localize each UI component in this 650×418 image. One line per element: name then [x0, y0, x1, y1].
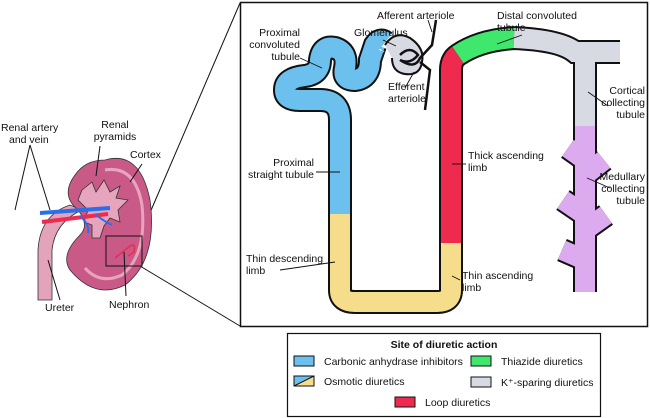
kidney-illustration [14, 144, 152, 301]
thin-limbs [330, 214, 461, 312]
label-afferent-arteriole: Afferent arteriole [377, 10, 455, 22]
label-thin-asc-2: limb [462, 282, 481, 294]
label-thin-asc-1: Thin ascending [462, 270, 533, 282]
label-thin-desc-1: Thin descending [246, 253, 323, 265]
proximal-tubule [274, 30, 392, 215]
pointer-artery [29, 144, 51, 211]
label-efferent-1: Efferent [388, 81, 425, 93]
legend-swatch-osmotic [293, 375, 315, 387]
label-cortical-3: tubule [616, 109, 645, 121]
label-cortical-1: Cortical [609, 85, 645, 97]
label-pyramids-1: Renal [101, 119, 128, 131]
label-proximal-convoluted-1: Proximal [259, 27, 300, 39]
label-pyramids-2: pyramids [94, 131, 137, 143]
renal-vein [39, 206, 111, 215]
label-medullary-2: collecting [601, 183, 645, 195]
label-nephron: Nephron [109, 299, 149, 311]
label-cortex: Cortex [130, 149, 162, 161]
label-thick-2: limb [468, 162, 487, 174]
pointer-pyramids [95, 145, 101, 177]
label-distal-1: Distal convoluted [497, 10, 577, 22]
legend: Site of diuretic action Carbonic anhydra… [286, 332, 602, 418]
label-proximal-convoluted-3: tubule [271, 51, 300, 63]
distal-convoluted-tubule [452, 28, 516, 64]
label-renal-artery-1: Renal artery [1, 122, 59, 134]
legend-label-k-sparing: K⁺-sparing diuretics [501, 377, 594, 389]
nephron-detail-box [239, 1, 649, 328]
nephron [272, 19, 620, 314]
label-distal-2: tubule [497, 22, 526, 34]
label-efferent-2: arteriole [388, 93, 426, 105]
medullary-collecting-tubule [557, 126, 612, 292]
kidney-cortex-band [83, 167, 145, 281]
legend-swatch-thiazide [470, 355, 492, 367]
label-cortical-2: collecting [601, 97, 645, 109]
label-proximal-convoluted-2: convoluted [249, 39, 300, 51]
arterioles [399, 19, 438, 111]
label-prox-straight-2: straight tubule [248, 169, 314, 181]
mini-nephron [114, 244, 136, 259]
pointer-ureter [47, 259, 61, 301]
pointer-vein [14, 144, 31, 211]
pointer-cortex [129, 163, 143, 183]
labels: Afferent arteriole Glomerulus Proximal c… [1, 10, 646, 314]
label-ureter: Ureter [45, 302, 75, 314]
label-thick-1: Thick ascending [468, 150, 544, 162]
legend-label-carbonic: Carbonic anhydrase inhibitors [324, 356, 463, 368]
label-medullary-3: tubule [616, 195, 645, 207]
legend-label-osmotic: Osmotic diuretics [324, 376, 405, 388]
label-prox-straight-1: Proximal [273, 157, 314, 169]
legend-box [286, 332, 602, 418]
pointer-nephron [123, 251, 127, 297]
label-glomerulus: Glomerulus [354, 27, 408, 39]
legend-swatch-carbonic [293, 355, 315, 367]
legend-title: Site of diuretic action [391, 339, 498, 351]
thick-ascending-limb [441, 44, 465, 243]
legend-label-loop: Loop diuretics [425, 397, 490, 409]
label-medullary-1: Medullary [599, 171, 645, 183]
cortical-collecting-tubule [513, 28, 620, 126]
label-renal-artery-2: and vein [9, 134, 49, 146]
vein-branches [79, 213, 113, 234]
label-thin-desc-2: limb [246, 265, 265, 277]
nephron-inset-box [105, 235, 143, 267]
legend-label-thiazide: Thiazide diuretics [501, 356, 583, 368]
leader-lines [279, 19, 611, 281]
legend-swatch-k-sparing [470, 376, 492, 388]
zoom-line-bottom [139, 265, 241, 327]
zoom-line-top [139, 2, 241, 237]
legend-swatch-loop [394, 396, 416, 408]
